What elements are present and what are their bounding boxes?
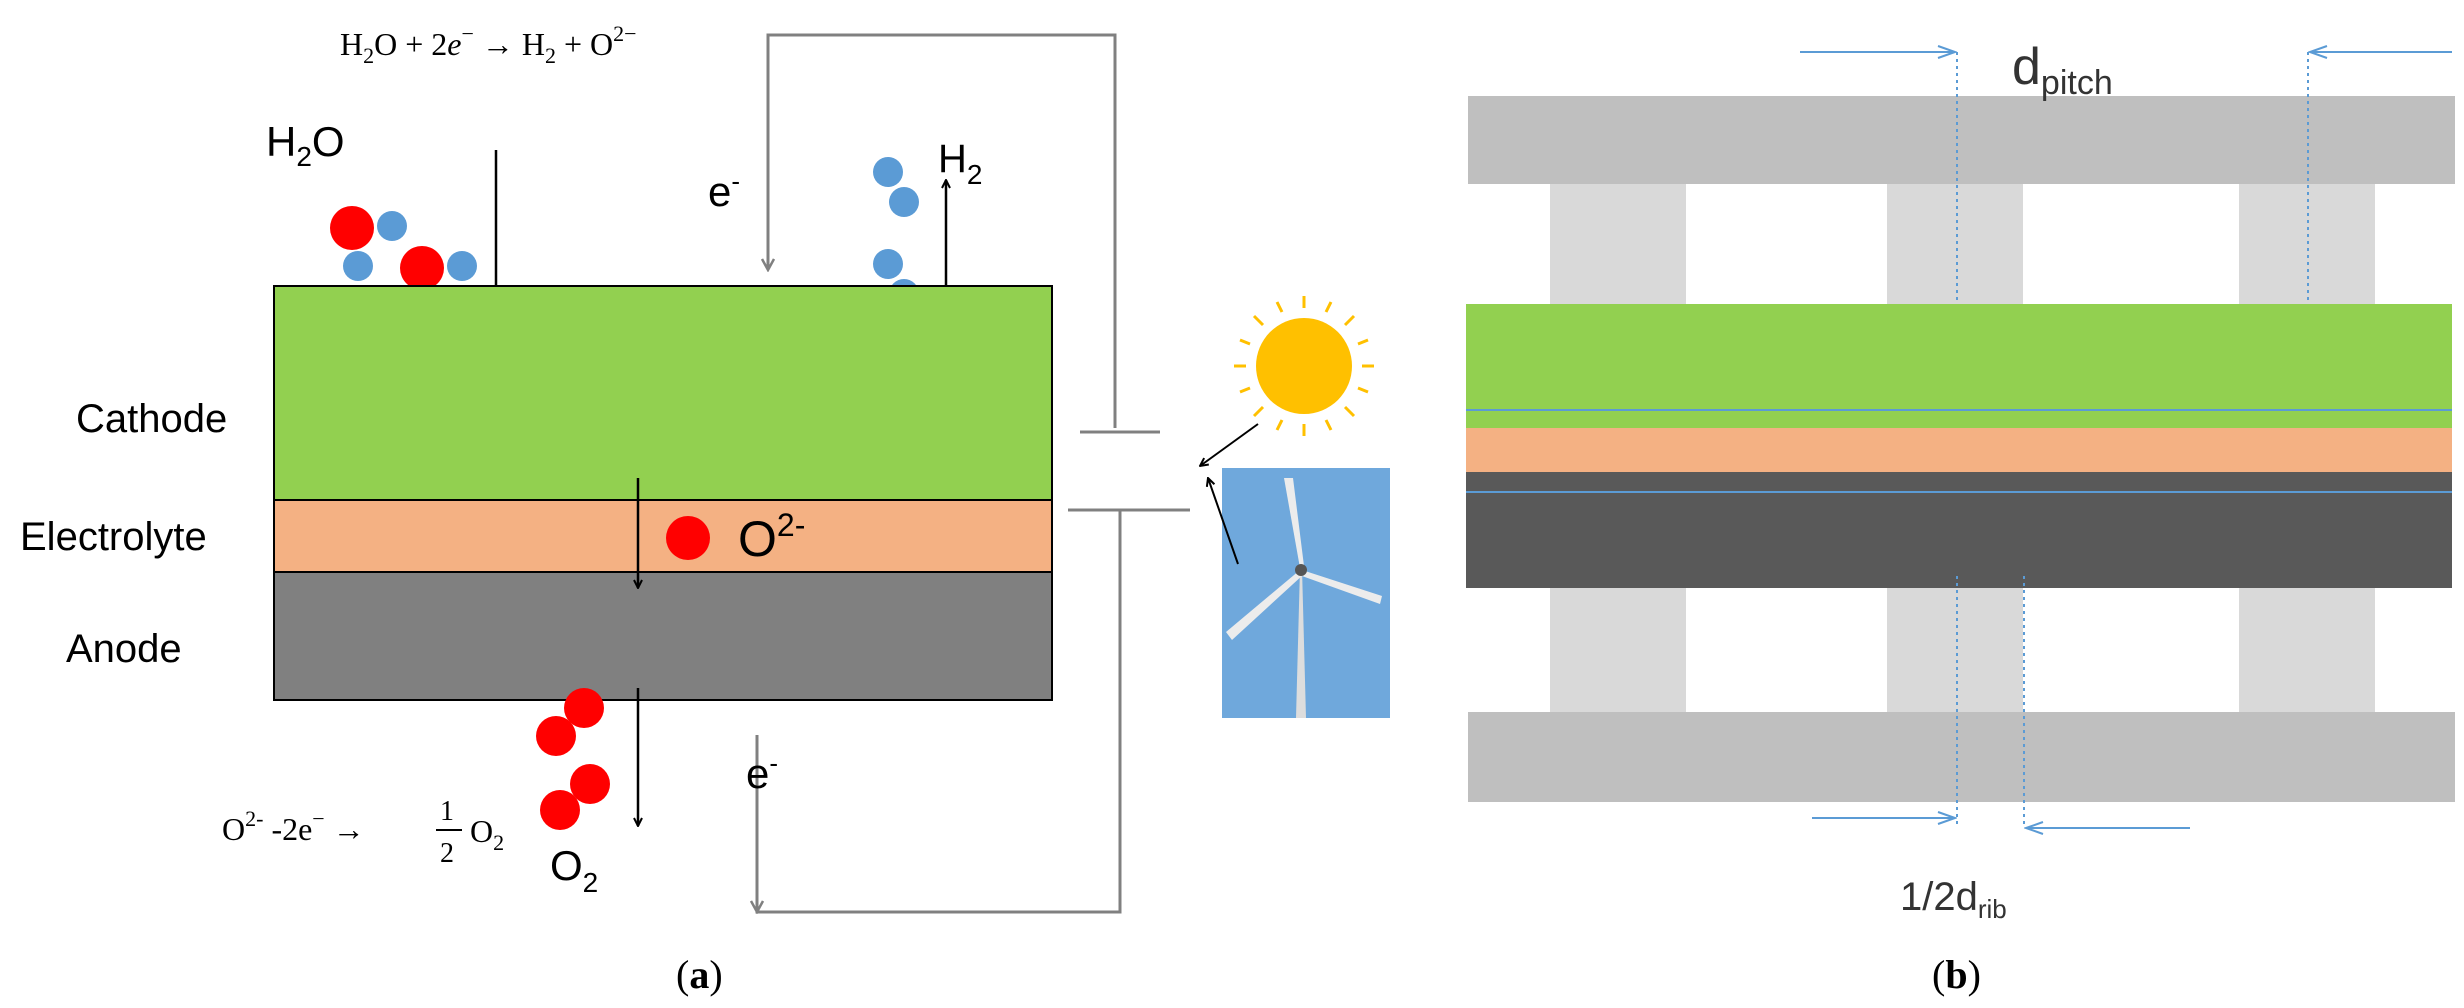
oxygen-molecules <box>536 688 610 830</box>
electron-label-top: e- <box>708 166 740 215</box>
fraction-denominator: 2 <box>440 838 454 869</box>
hydrogen-atom <box>873 249 903 279</box>
cathode-reaction-equation: H2O + 2e− → H2 + O2− <box>340 21 637 68</box>
water-hydrogen-atom <box>447 251 477 281</box>
panel-b-caption: (b) <box>1932 952 1981 997</box>
electrolyte-layer <box>273 499 1053 573</box>
hydrogen-atom <box>889 187 919 217</box>
rib-bottom-right <box>2239 588 2375 712</box>
oxygen-atom <box>536 716 576 756</box>
panel-b: dpitch 1/2drib (b) <box>1466 38 2455 997</box>
wind-energy-arrow <box>1208 478 1239 565</box>
hydrogen-atom <box>873 157 903 187</box>
water-oxygen-atom <box>400 246 444 290</box>
rib-top-left <box>1550 184 1686 304</box>
anode-layer <box>273 571 1053 701</box>
anode-eq-oxygen: O2 <box>470 813 504 855</box>
oxide-ion <box>666 516 710 560</box>
interconnect-bottom <box>1468 712 2455 802</box>
rib-label: 1/2drib <box>1900 875 2007 924</box>
wind-turbine-icon <box>1222 468 1390 718</box>
anode-reaction-equation: O2- -2e− → <box>222 806 365 847</box>
water-hydrogen-atom <box>377 211 407 241</box>
water-hydrogen-atom <box>343 251 373 281</box>
anode-label: Anode <box>66 627 182 671</box>
electrolyte-layer-b <box>1466 428 2452 472</box>
rib-bottom-left <box>1550 588 1686 712</box>
external-circuit-top-wire <box>768 33 1117 428</box>
solar-energy-arrow <box>1200 423 1259 466</box>
oxygen-label: O2 <box>550 842 598 898</box>
rib-top-middle <box>1887 184 2023 304</box>
sun-icon <box>1234 296 1374 436</box>
cathode-layer-b <box>1466 304 2452 428</box>
oxygen-atom <box>540 790 580 830</box>
water-label: H2O <box>266 118 345 172</box>
water-oxygen-atom <box>330 206 374 250</box>
electrolyte-label: Electrolyte <box>20 515 207 559</box>
oxide-ion-label: O2- <box>738 507 805 567</box>
cathode-layer <box>273 285 1053 501</box>
fraction-numerator: 1 <box>440 796 454 827</box>
panel-a: H2O + 2e− → H2 + O2− H2O H2 <box>20 21 1390 997</box>
oxygen-atom <box>570 764 610 804</box>
cathode-label: Cathode <box>76 397 227 441</box>
anode-layer-b <box>1466 472 2452 588</box>
pitch-label: dpitch <box>2012 38 2113 102</box>
oxygen-atom <box>564 688 604 728</box>
rib-bottom-middle <box>1887 588 2023 712</box>
interconnect-top <box>1468 96 2455 184</box>
panel-a-caption: (a) <box>676 952 723 997</box>
hydrogen-label: H2 <box>938 137 982 190</box>
electron-label-bottom: e- <box>746 748 778 797</box>
